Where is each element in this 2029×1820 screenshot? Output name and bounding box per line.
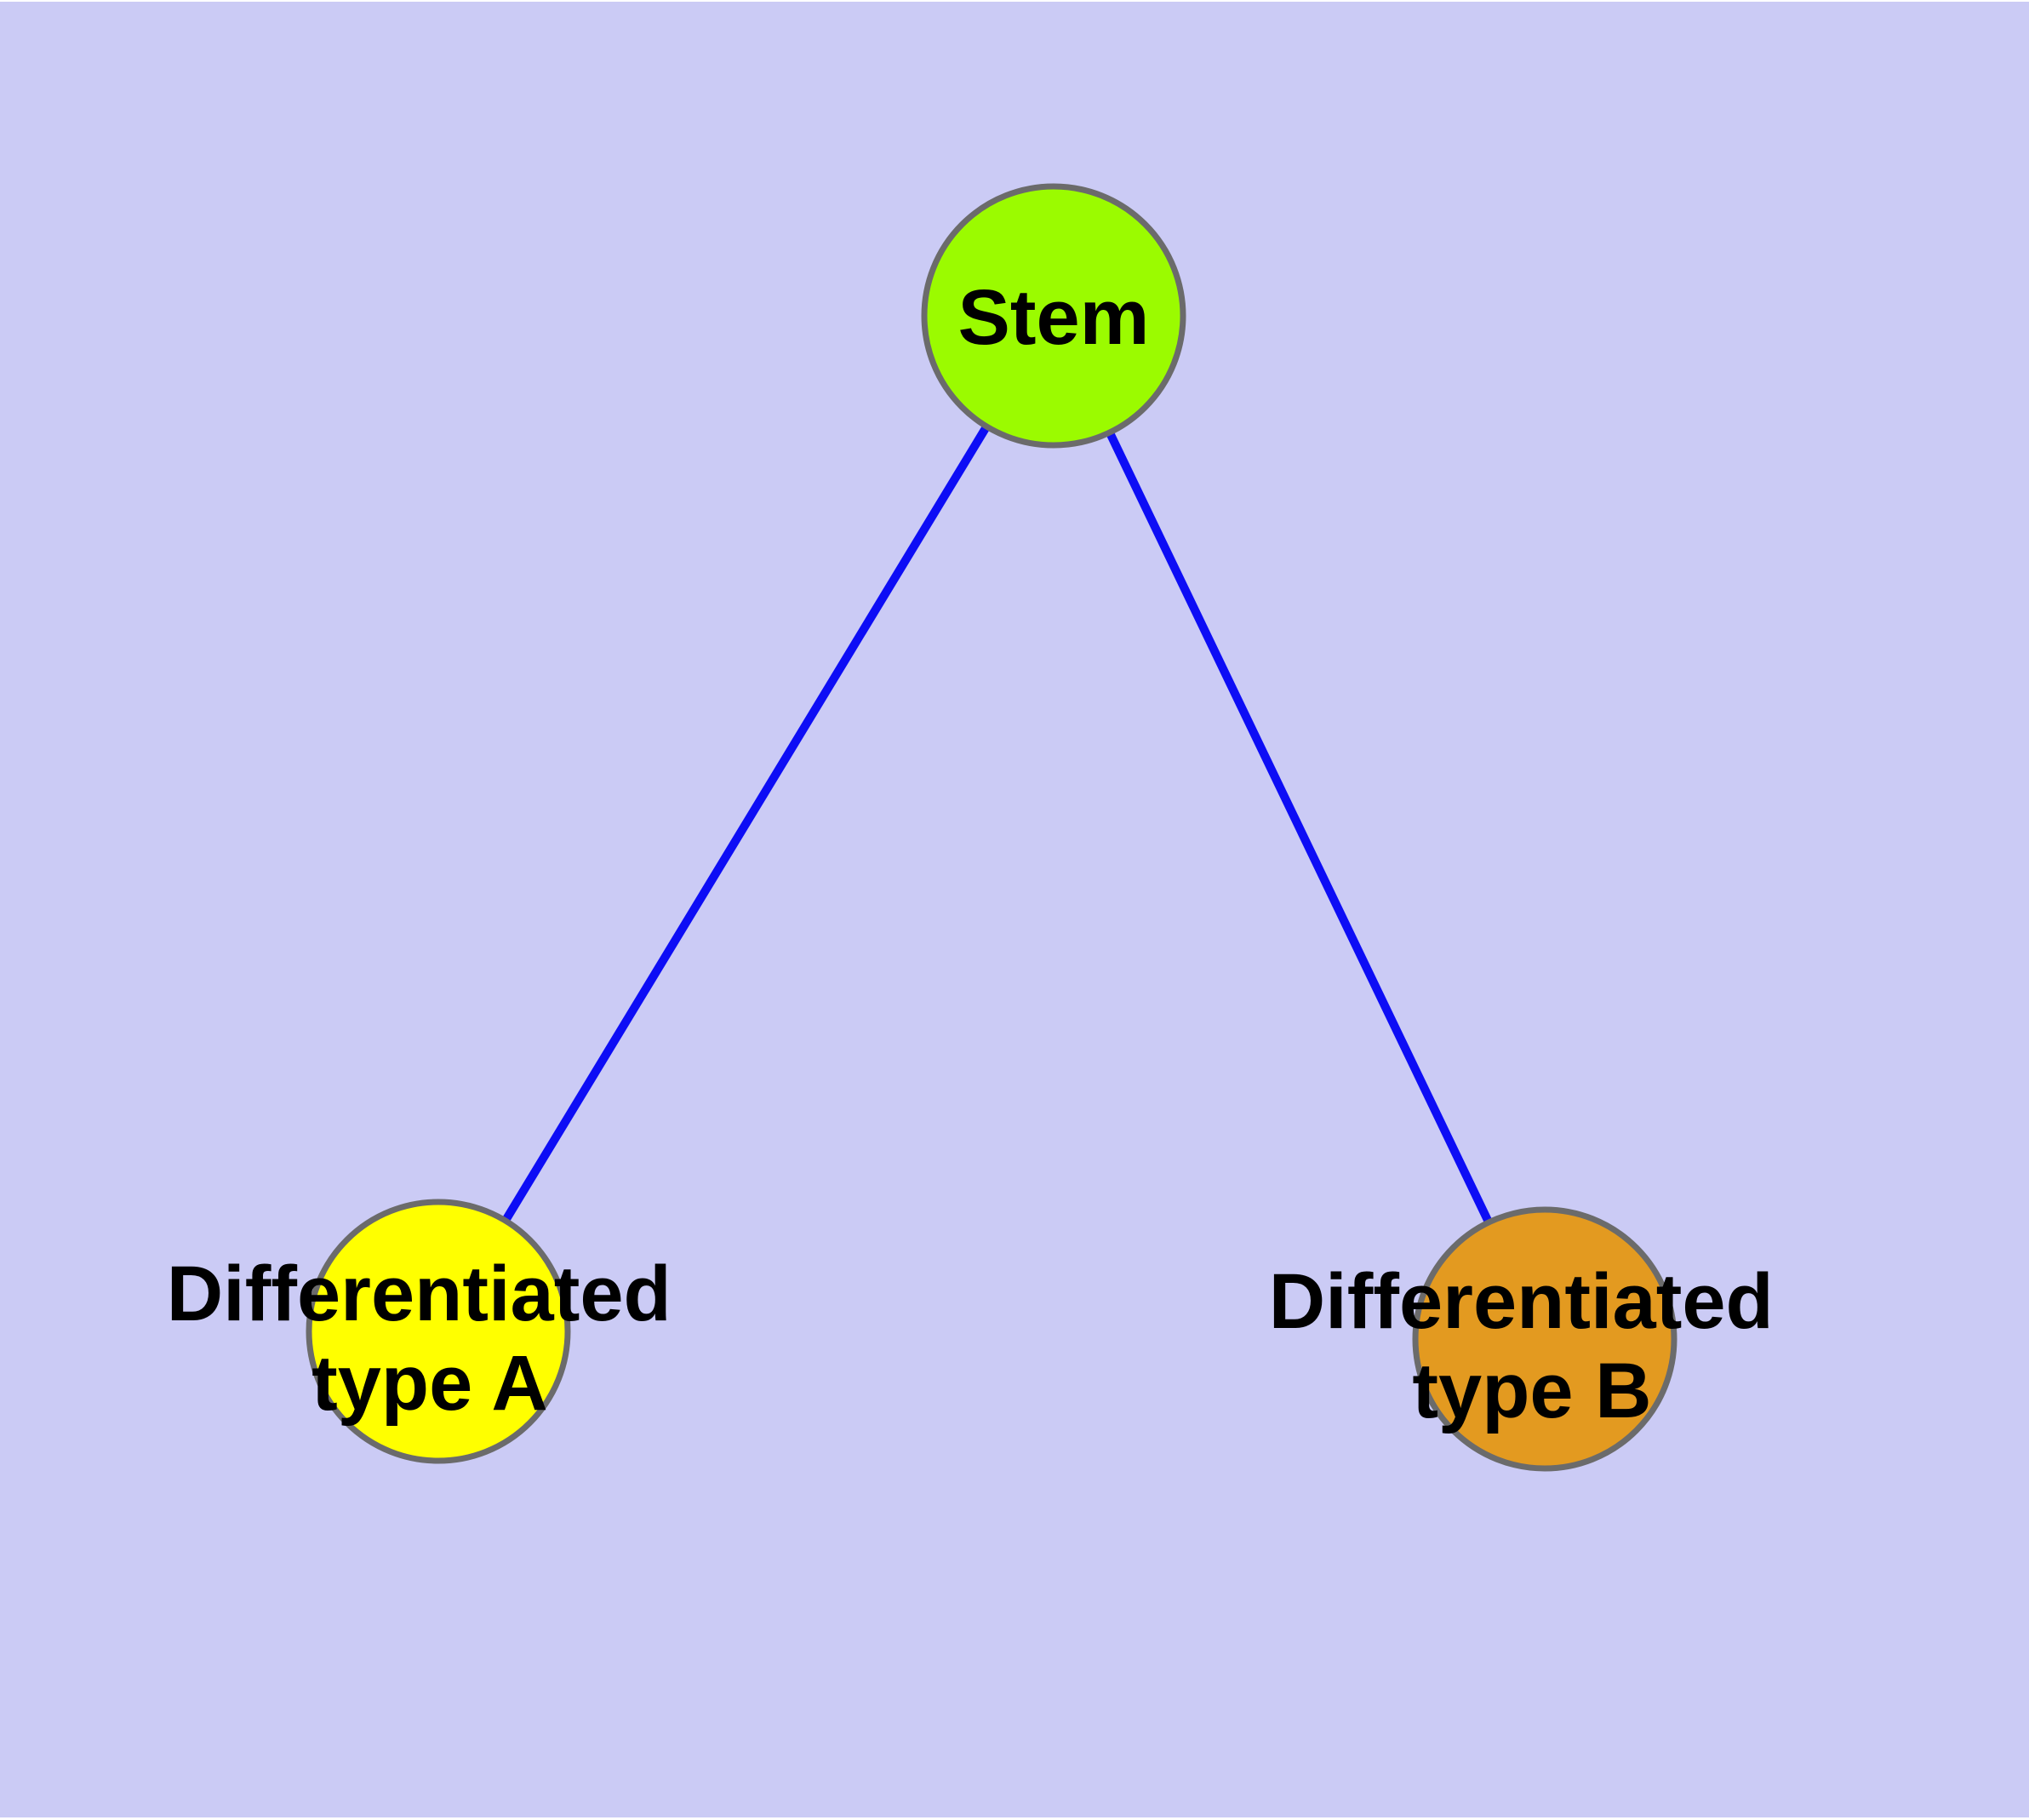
node-type-a-label-line2: type A [311, 1340, 548, 1427]
edge-stem-to-type-b [1049, 313, 1549, 1342]
edge-layer [434, 313, 1549, 1342]
node-type-b-circle [1412, 1206, 1677, 1472]
node-stem-label: Stem [958, 274, 1150, 361]
node-differentiated-type-b: Differentiated type B [1269, 1206, 1796, 1472]
node-type-a-label: Differentiated type A [167, 1251, 694, 1427]
edge-stem-to-type-a [434, 313, 1058, 1334]
node-stem: Stem [921, 183, 1186, 449]
node-type-a-circle [306, 1199, 571, 1464]
node-type-b-label-line1: Differentiated [1269, 1258, 1774, 1345]
node-stem-circle [921, 183, 1186, 449]
node-type-b-label: Differentiated type B [1269, 1258, 1796, 1434]
node-type-b-label-line2: type B [1412, 1348, 1651, 1434]
node-differentiated-type-a: Differentiated type A [167, 1199, 694, 1464]
node-type-a-label-line1: Differentiated [167, 1251, 672, 1337]
